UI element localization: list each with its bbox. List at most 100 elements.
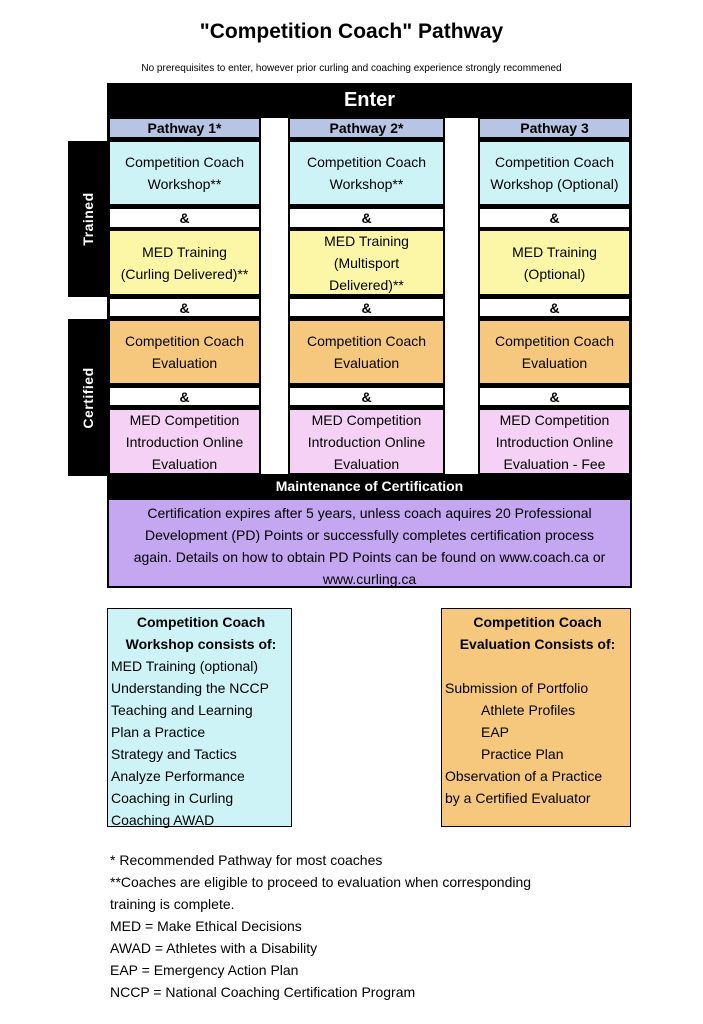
- maintenance-line: again. Details on how to obtain PD Point…: [133, 549, 606, 565]
- page-subtitle: No prerequisites to enter, however prior…: [141, 63, 562, 74]
- evaluation-item: Practice Plan: [481, 746, 564, 762]
- evaluation-box-heading: Competition Coach: [473, 614, 602, 630]
- cell-line: MED Competition: [311, 411, 422, 428]
- cell-line: Introduction Online: [495, 433, 614, 450]
- med-training-cell-3: MED Training (Optional): [479, 230, 630, 295]
- evaluation-item: by a Certified Evaluator: [445, 790, 591, 806]
- footnote: EAP = Emergency Action Plan: [110, 962, 299, 978]
- cell-line: Competition Coach: [494, 154, 615, 170]
- med-training-cell-1: MED Training(Curling Delivered)**: [109, 230, 260, 295]
- and-connector-text: &: [361, 388, 372, 405]
- workshop-box-heading: Competition Coach: [136, 614, 266, 630]
- and-connector-2: &: [289, 387, 444, 406]
- maintenance-body: Certification expires after 5 years, unl…: [107, 498, 632, 588]
- pathway-header-text: Pathway 1*: [147, 120, 222, 136]
- and-connector-1: &: [109, 298, 260, 317]
- cell-line: Competition Coach: [124, 154, 245, 170]
- cell-line: Introduction Online: [307, 433, 426, 450]
- and-connector-text: &: [179, 210, 190, 226]
- workshop-item: Understanding the NCCP: [111, 680, 269, 696]
- workshop-details-box: Competition Coach Workshop consists of: …: [107, 608, 292, 828]
- cell-line: Workshop**: [329, 176, 404, 192]
- pathway-header-2: Pathway 2*: [289, 118, 444, 138]
- cell-line: Competition Coach: [306, 333, 427, 349]
- column-gap-2: [445, 118, 478, 474]
- footnote: MED = Make Ethical Decisions: [110, 918, 302, 934]
- evaluation-item: EAP: [481, 724, 510, 740]
- and-connector-2: &: [289, 208, 444, 228]
- and-connector-text: &: [549, 210, 560, 226]
- certified-label-text: Certified: [79, 366, 96, 429]
- maintenance-line: www.curling.ca: [322, 571, 417, 587]
- cell-line: Evaluation: [521, 355, 588, 371]
- maintenance-title: Maintenance of Certification: [275, 478, 464, 494]
- cell-line: Competition Coach: [494, 333, 615, 349]
- cell-line: MED Competition: [499, 411, 610, 428]
- footnote: AWAD = Athletes with a Disability: [110, 940, 318, 956]
- and-connector-3: &: [479, 298, 630, 317]
- and-connector-text: &: [361, 210, 372, 226]
- and-connector-text: &: [549, 299, 560, 316]
- and-connector-1: &: [109, 387, 260, 406]
- column-gap-1: [261, 118, 288, 474]
- cell-line: (Multisport: [333, 254, 400, 271]
- evaluation-item: Athlete Profiles: [481, 702, 576, 718]
- workshop-item: Plan a Practice: [111, 724, 206, 740]
- and-connector-2: &: [289, 298, 444, 317]
- certified-side-label: Certified: [68, 319, 107, 476]
- evaluation-item: Submission of Portfolio: [445, 680, 589, 696]
- cell-line: Evaluation - Fee: [503, 455, 606, 472]
- and-connector-3: &: [479, 387, 630, 406]
- workshop-item: MED Training (optional): [111, 658, 259, 674]
- cell-line: Workshop (Optional): [490, 176, 619, 192]
- med-training-cell-text: MED Training (Optional): [512, 241, 597, 285]
- cell-line: (Curling Delivered)**: [120, 265, 249, 282]
- maintenance-line: Development (PD) Points or successfully …: [145, 527, 594, 543]
- workshop-item: Coaching AWAD: [111, 812, 215, 828]
- trained-side-label: Trained: [68, 141, 107, 297]
- pathway-header-text: Pathway 3: [520, 120, 589, 136]
- page-title: "Competition Coach" Pathway: [199, 20, 504, 43]
- and-connector-text: &: [549, 388, 560, 405]
- and-connector-text: &: [179, 388, 190, 405]
- workshop-item: Teaching and Learning: [111, 702, 253, 718]
- cell-line: MED Training: [324, 232, 409, 249]
- footnote: training is complete.: [110, 896, 235, 912]
- pathway-header-3: Pathway 3: [479, 118, 630, 138]
- cell-line: Workshop**: [147, 176, 222, 192]
- workshop-item: Analyze Performance: [111, 768, 245, 784]
- cell-line: Introduction Online: [125, 433, 244, 450]
- footnote: * Recommended Pathway for most coaches: [110, 852, 383, 868]
- footnotes: * Recommended Pathway for most coaches *…: [110, 849, 610, 1003]
- evaluation-details-box: Competition Coach Evaluation Consists of…: [441, 608, 631, 827]
- cell-line: MED Training: [512, 243, 597, 260]
- evaluation-box-heading: Evaluation Consists of:: [459, 636, 616, 652]
- pathway-header-1: Pathway 1*: [109, 118, 260, 138]
- pathway-header-text: Pathway 2*: [329, 120, 404, 136]
- cell-line: Evaluation: [333, 355, 400, 371]
- cell-line: (Optional): [523, 265, 586, 282]
- enter-header: Enter: [343, 89, 396, 111]
- footnote: **Coaches are eligible to proceed to eva…: [110, 874, 532, 890]
- workshop-box-heading: Workshop consists of:: [125, 636, 277, 652]
- cell-line: Evaluation: [333, 455, 400, 472]
